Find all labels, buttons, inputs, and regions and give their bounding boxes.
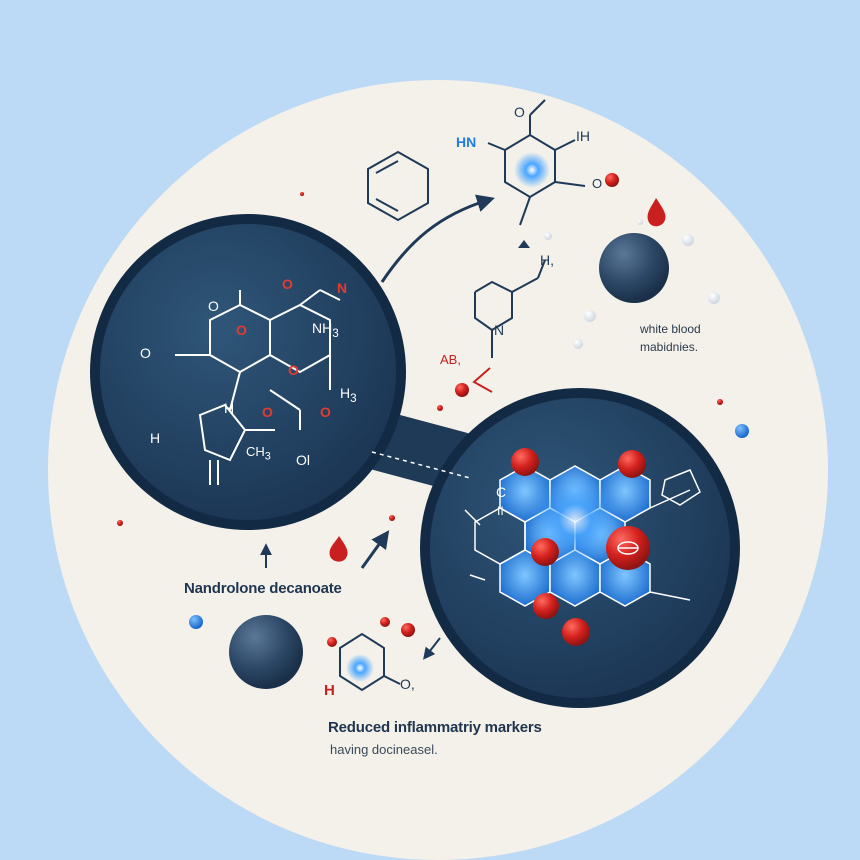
- benzene-ring: [367, 150, 429, 222]
- atom-hn: HN: [456, 134, 477, 150]
- lens-left: [90, 214, 406, 530]
- molecule-left: [175, 289, 341, 485]
- atom-h-mid: H: [224, 400, 235, 416]
- label-reduced-markers: Reduced inflammatriy markers: [328, 719, 542, 736]
- atom-n-red: N: [337, 280, 348, 296]
- label-wbc-line2: mabidnies.: [640, 340, 699, 354]
- dashed-link: [371, 451, 471, 479]
- molecule-middle: [474, 259, 546, 358]
- atom-h-middle: H,: [540, 252, 554, 268]
- atom-c-right: C: [496, 484, 507, 500]
- atom-ab: AB,: [440, 352, 461, 367]
- small-triangle-marker: [518, 240, 530, 248]
- molecule-bottom: [339, 632, 401, 692]
- atom-ih: IH: [576, 128, 590, 144]
- dark-sphere-top-right: [599, 233, 669, 303]
- arrow-top: [380, 194, 495, 283]
- label-wbc-line1: white blood: [640, 322, 701, 336]
- red-dots: [117, 173, 723, 647]
- label-having: having docineasel.: [330, 742, 438, 757]
- atom-top-o: O: [514, 104, 525, 120]
- atom-o-red-right-low: O: [320, 404, 331, 420]
- label-nandrolone: Nandrolone decanoate: [184, 580, 342, 597]
- atom-h-n: H: [150, 430, 161, 446]
- bottom-molecule-glow: [346, 654, 374, 682]
- atom-o-side: O: [140, 345, 151, 361]
- atom-o-top-left: O: [208, 298, 219, 314]
- top-molecule-glow: [514, 152, 550, 188]
- white-dots: [544, 219, 720, 349]
- atom-ol: Ol: [296, 452, 310, 468]
- atom-h-red-bottom: H: [324, 682, 335, 699]
- arrow-middle: [360, 530, 390, 569]
- atom-o-red-top: O: [282, 276, 293, 292]
- atom-n-middle: N: [494, 322, 505, 338]
- atom-h-right: H3: [340, 385, 357, 405]
- atom-o-dot: O: [592, 176, 603, 191]
- atom-o-red-right: O: [288, 362, 299, 378]
- red-droplets: [329, 198, 666, 562]
- arrow-down-left: [423, 637, 441, 660]
- atom-ii-right: II: [497, 504, 504, 518]
- atom-nh: NH3: [312, 320, 339, 340]
- dark-sphere-bottom-left: [229, 615, 303, 689]
- atom-o-red-low: O: [262, 404, 273, 420]
- red-sphere-marks: [617, 541, 639, 555]
- blue-dots: [189, 424, 749, 629]
- molecule-top-right: [487, 99, 586, 226]
- atom-o-red-mid: O: [236, 322, 247, 338]
- atom-ch3: CH3: [246, 444, 271, 463]
- atom-o-bottom: O,: [400, 676, 415, 692]
- red-chevron: [472, 367, 493, 393]
